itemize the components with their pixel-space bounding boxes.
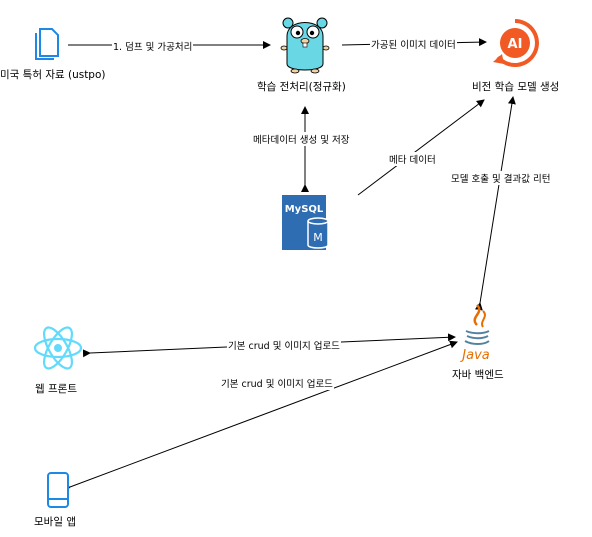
go-gopher-icon[interactable] xyxy=(279,14,331,74)
edge-label-mobile-crud: 기본 crud 및 이미지 업로드 xyxy=(220,376,334,390)
edge-label-model-call: 모델 호출 및 결과값 리턴 xyxy=(450,171,552,185)
edge-label-web-crud: 기본 crud 및 이미지 업로드 xyxy=(227,338,341,352)
mysql-icon[interactable]: MySQL M xyxy=(282,195,330,250)
patent-label: 미국 특허 자료 (ustpo) xyxy=(0,69,106,81)
react-icon[interactable] xyxy=(33,326,83,370)
edge-mobile-crud xyxy=(62,340,458,494)
mysql-badge-text: M xyxy=(313,231,323,244)
edge-metadata xyxy=(357,99,485,196)
document-icon[interactable] xyxy=(34,28,60,60)
java-icon[interactable]: Java xyxy=(457,303,497,363)
edge-label-metadata: 메타 데이터 xyxy=(388,152,437,166)
edge-label-metadata-save: 메타데이터 생성 및 저장 xyxy=(252,132,351,146)
mobile-phone-icon[interactable] xyxy=(46,472,70,508)
mysql-icon-text: MySQL xyxy=(285,204,324,215)
preprocess-label: 학습 전처리(정규화) xyxy=(257,81,346,93)
ai-icon-text: AI xyxy=(508,37,523,52)
edge-label-dump: 1. 덤프 및 가공처리 xyxy=(112,39,194,53)
web-label: 웹 프론트 xyxy=(35,383,77,395)
edge-model-call xyxy=(474,96,516,311)
edge-label-processed-images: 가공된 이미지 데이터 xyxy=(370,37,457,51)
java-icon-text: Java xyxy=(459,348,489,363)
mobile-label: 모바일 앱 xyxy=(34,516,76,528)
ai-icon[interactable]: AI xyxy=(490,18,540,68)
java-label: 자바 백엔드 xyxy=(452,369,504,381)
vision-label: 비전 학습 모델 생성 xyxy=(472,81,560,93)
